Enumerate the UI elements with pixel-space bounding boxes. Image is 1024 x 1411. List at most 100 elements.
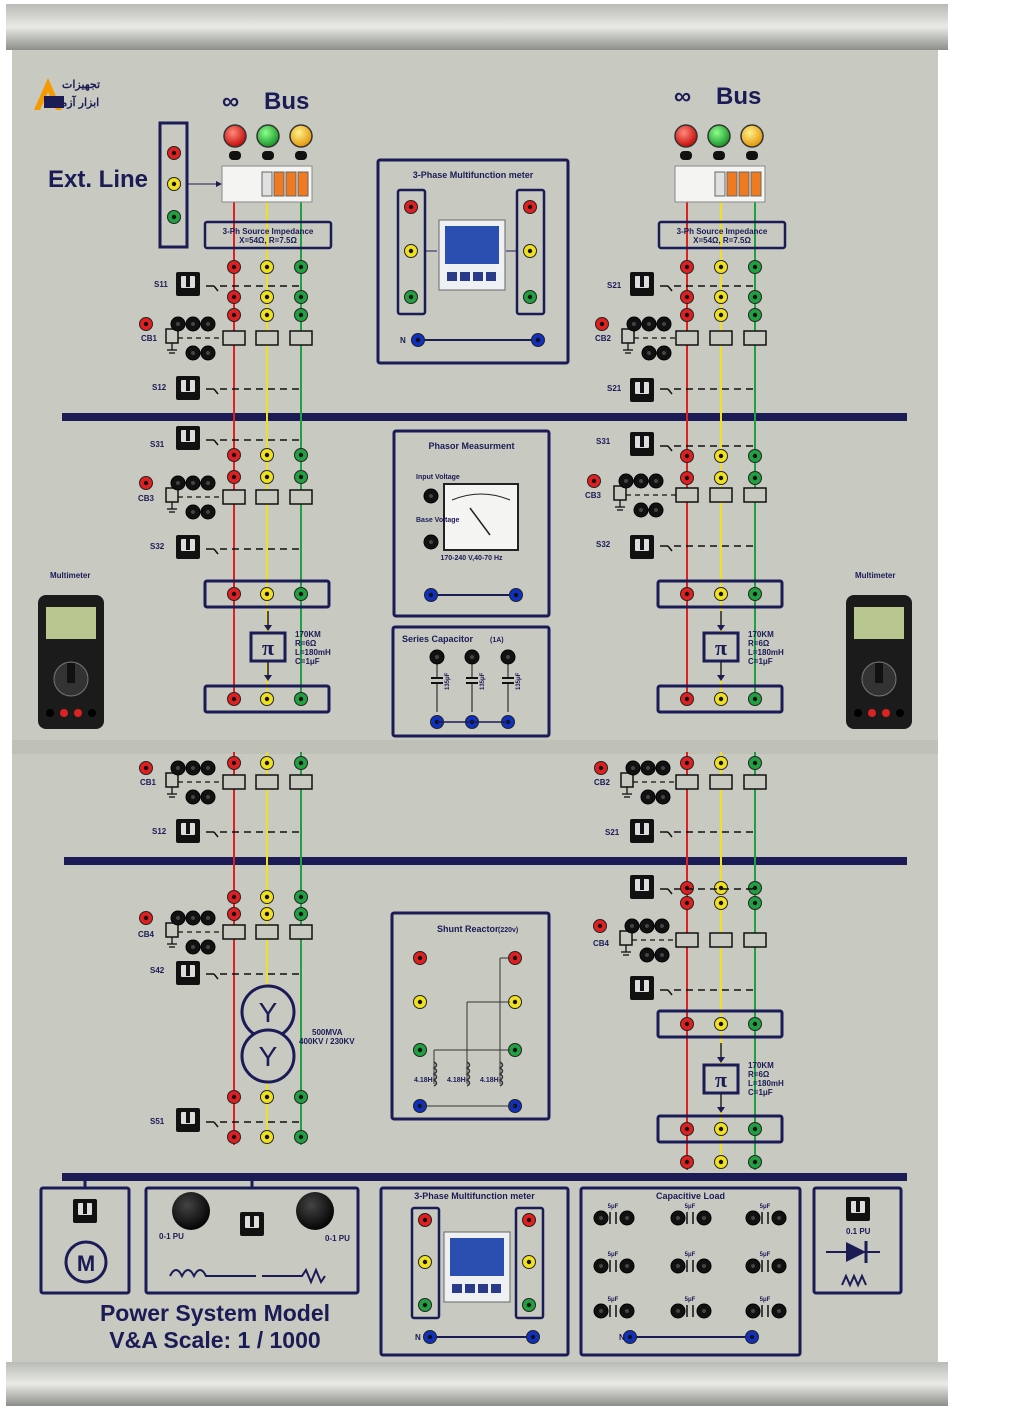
- terminal-hole: [191, 945, 195, 949]
- breaker-cb2-label-a: CB2: [595, 334, 612, 343]
- shunt-reactor-l3: 4.18H: [480, 1077, 499, 1084]
- switch-blade: [667, 545, 673, 552]
- inductor-load-symbol: [169, 1269, 256, 1279]
- terminal-hole: [684, 475, 690, 481]
- transformer-y-symbol: Y: [259, 997, 278, 1028]
- pu-knob-left[interactable]: [172, 1192, 210, 1230]
- series-cap-value: 135μF: [445, 672, 451, 690]
- terminal-hole: [718, 1126, 724, 1132]
- breaker-cb1b-contact: [222, 774, 246, 790]
- terminal-hole: [718, 1021, 724, 1027]
- terminal-box-right-b: [656, 684, 784, 714]
- cap-load-value: 5μF: [608, 1204, 619, 1210]
- multimeter-left-label: Multimeter: [50, 571, 91, 580]
- transformer-power: 500MVA: [312, 1028, 343, 1037]
- switch-blade: [667, 989, 673, 996]
- terminal-hole: [630, 924, 634, 928]
- switch-s21-label-c: S21: [605, 828, 620, 837]
- terminal-hole: [684, 294, 690, 300]
- terminal-hole: [684, 900, 690, 906]
- meter-top-neutral: N: [400, 336, 406, 345]
- shunt-reactor-l1: 4.18H: [414, 1077, 433, 1084]
- terminal-hole: [171, 150, 177, 156]
- switch-s31-label-left: S31: [150, 440, 165, 449]
- pi-arrow: [264, 675, 272, 681]
- terminal-hole: [428, 592, 434, 598]
- terminal-hole: [206, 510, 210, 514]
- breaker-cb4-contact: [222, 924, 246, 940]
- phasor-box: [392, 429, 551, 618]
- terminal-hole: [647, 322, 651, 326]
- terminal-hole: [171, 214, 177, 220]
- breaker-cb4-contact: [255, 924, 279, 940]
- terminal-hole: [752, 885, 758, 891]
- terminal-hole: [264, 474, 270, 480]
- terminal-hole: [264, 312, 270, 318]
- multimeter-port: [74, 709, 82, 717]
- terminal-hole: [752, 453, 758, 459]
- terminal-hole: [264, 1094, 270, 1100]
- multimeter-screen: [854, 607, 904, 639]
- cap-load-neutral: N: [619, 1333, 625, 1342]
- footer-line1: Power System Model: [99, 1300, 331, 1326]
- pi-arrow: [264, 625, 272, 631]
- switch-blade: [667, 285, 673, 292]
- terminal-hole: [206, 351, 210, 355]
- bus-left-label: Bus: [264, 88, 310, 115]
- footer-line2: V&A Scale: 1 / 1000: [109, 1327, 321, 1353]
- terminal-hole: [408, 294, 414, 300]
- meter-bottom-input-box: [410, 1206, 441, 1320]
- line-c-right-a: C=1μF: [748, 657, 773, 666]
- terminal-hole: [535, 337, 541, 343]
- terminal-hole: [231, 264, 237, 270]
- terminal-hole: [191, 322, 195, 326]
- terminal-hole: [684, 1126, 690, 1132]
- breaker-cb4r-contact: [743, 932, 767, 948]
- terminal-hole: [176, 916, 180, 920]
- phasor-input-label: Input Voltage: [416, 474, 460, 481]
- busbar-3: [62, 1173, 907, 1181]
- selector-handle: [186, 275, 190, 287]
- source-impedance-box-left: [203, 220, 333, 250]
- lamp-base: [713, 151, 725, 160]
- switch-blade: [667, 445, 673, 452]
- diode-module: [812, 1186, 903, 1295]
- terminal-hole: [597, 923, 603, 929]
- line-length-right-a: 170KM: [748, 630, 774, 639]
- breaker-cb1b-contact: [255, 774, 279, 790]
- shunt-reactor-rating: (220v): [498, 927, 519, 934]
- terminal-hole: [752, 1159, 758, 1165]
- terminal-hole: [298, 452, 304, 458]
- multimeter-port: [868, 709, 876, 717]
- terminal-hole: [206, 945, 210, 949]
- phasor-range: 170-240 V,40-70 Hz: [440, 555, 503, 562]
- terminal-hole: [264, 696, 270, 702]
- terminal-hole: [718, 453, 724, 459]
- terminal-hole: [718, 760, 724, 766]
- terminal-hole: [176, 481, 180, 485]
- cap-load-value: 5μF: [685, 1252, 696, 1258]
- terminal-hole: [422, 1217, 428, 1223]
- pu-knob-right[interactable]: [296, 1192, 334, 1230]
- terminal-hole: [645, 953, 649, 957]
- terminal-hole: [591, 478, 597, 484]
- source-impedance-title-right: 3-Ph Source Impedance: [676, 227, 768, 236]
- meter-button-p: [478, 1284, 488, 1293]
- terminal-hole: [417, 955, 423, 961]
- switch-blade: [213, 439, 219, 446]
- selector-handle: [186, 822, 190, 834]
- terminal-hole: [417, 1047, 423, 1053]
- lamp-base: [680, 151, 692, 160]
- mcb-pole: [750, 171, 762, 197]
- inductor-symbol: [432, 1061, 438, 1087]
- terminal-hole: [654, 479, 658, 483]
- terminal-hole: [206, 481, 210, 485]
- selector-handle: [186, 429, 190, 441]
- terminal-hole: [777, 1264, 781, 1268]
- terminal-hole: [684, 591, 690, 597]
- line-params-right-b: 170KM R=6Ω L=180mH C=1μF: [748, 1061, 784, 1097]
- terminal-hole: [206, 795, 210, 799]
- breaker-cb2b-contact: [743, 774, 767, 790]
- terminal-hole: [264, 911, 270, 917]
